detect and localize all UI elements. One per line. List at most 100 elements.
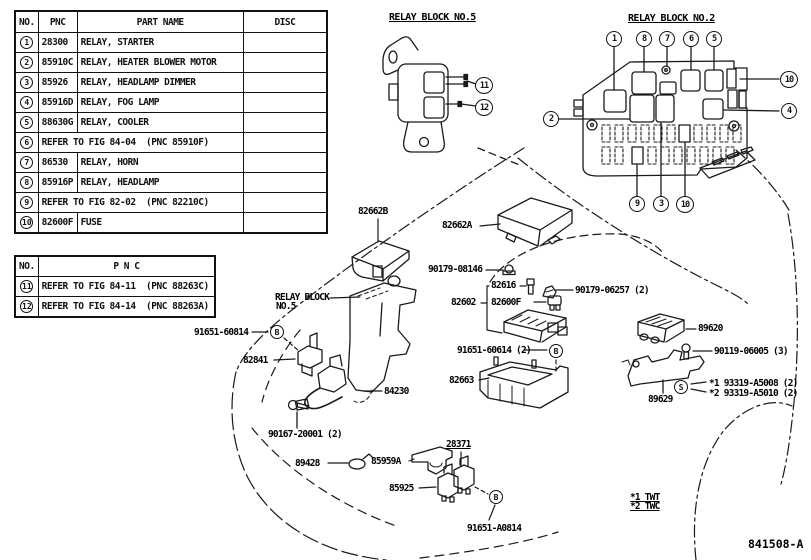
pnc-cell: 82600F	[37, 212, 78, 234]
col-pnc: P N C	[37, 255, 216, 277]
pnc-cell: 85916D	[37, 92, 78, 113]
part-name-cell: RELAY, FOG LAMP	[76, 92, 244, 113]
part-name-cell: RELAY, HEATER BLOWER MOTOR	[76, 52, 244, 73]
relay-block-2-title: RELAY BLOCK NO.2	[628, 13, 715, 24]
screw-callout-s: S	[674, 380, 688, 394]
part-name-cell: RELAY, HEADLAMP	[76, 172, 244, 193]
callout-8: 8	[636, 31, 652, 47]
relay-block-annotation-line1: RELAY BLOCK	[275, 292, 330, 303]
part-label-90167-20001: 90167-20001 (2)	[268, 429, 343, 440]
row-number-badge: 11	[20, 280, 34, 293]
small-fasteners-drawing	[526, 278, 557, 299]
part-label-82662b: 82662B	[358, 206, 388, 217]
bolt-callout-b: B	[549, 344, 563, 358]
part-label-93319-a5010: *2 93319-A5010 (2)	[709, 388, 798, 399]
part-label-28371: 28371	[446, 439, 471, 450]
disc-cell	[242, 72, 328, 93]
part-label-90119-06005: 90119-06005 (3)	[714, 346, 789, 357]
col-no: NO.	[14, 255, 39, 277]
part-label-82602: 82602	[451, 297, 476, 308]
part-label-85925: 85925	[389, 483, 414, 494]
figure-number: 841508-A	[748, 537, 804, 551]
part-name-cell: FUSE	[76, 212, 244, 234]
part-name-cell: RELAY, COOLER	[76, 112, 244, 133]
refer-cell: REFER TO FIG 84-11 (PNC 88263C)	[37, 276, 216, 297]
bracket-85959a-drawing	[411, 446, 453, 475]
disc-cell	[242, 32, 328, 53]
callout-10-right: 10	[780, 71, 798, 88]
relay-block-5-title: RELAY BLOCK NO.5	[389, 12, 476, 23]
row-number-badge: 4	[20, 96, 34, 109]
part-label-85959a: 85959A	[371, 456, 401, 467]
part-name-cell: RELAY, STARTER	[76, 32, 244, 53]
part-label-82600f: 82600F	[491, 297, 521, 308]
refer-cell: REFER TO FIG 84-04 (PNC 85910F)	[37, 132, 244, 153]
row-number-badge: 9	[20, 196, 34, 209]
pnc-cell: 85916P	[37, 172, 78, 193]
car-outline	[231, 147, 798, 560]
bolt-callout-b: B	[489, 490, 503, 504]
col-disc: DISC	[242, 10, 328, 33]
relay-block5-bracket-drawing	[347, 275, 417, 403]
part-82662b-drawing	[351, 240, 410, 282]
part-label-82662a: 82662A	[442, 220, 472, 231]
row-number-badge: 12	[20, 300, 34, 313]
row-number-badge: 10	[20, 216, 34, 229]
sensor-84230-drawing	[294, 354, 347, 411]
refer-cell: REFER TO FIG 84-14 (PNC 88263A)	[37, 296, 216, 318]
part-label-91651-60614: 91651-60614 (2)	[457, 345, 532, 356]
leader-lines	[251, 218, 713, 521]
refer-cell: REFER TO FIG 82-02 (PNC 82210C)	[37, 192, 244, 213]
disc-cell	[242, 52, 328, 73]
table-header-row: NO. P N C	[14, 255, 216, 277]
pnc-cell: 85926	[37, 72, 78, 93]
callout-9: 9	[629, 196, 645, 212]
part-label-82663: 82663	[449, 375, 474, 386]
callout-2: 2	[543, 111, 559, 127]
pnc-cell: 85910C	[37, 52, 78, 73]
bolt-callout-b: B	[270, 325, 284, 339]
row-number-badge: 3	[20, 76, 34, 89]
col-pnc: PNC	[37, 10, 78, 33]
callout-10-bottom: 10	[676, 196, 694, 213]
callout-11: 11	[475, 77, 493, 94]
callout-12: 12	[475, 99, 493, 116]
callout-5: 5	[706, 31, 722, 47]
part-82662a-drawing	[497, 197, 573, 247]
pnc-cell: 28300	[37, 32, 78, 53]
screw-90119-drawing	[681, 343, 691, 360]
callout-1: 1	[606, 31, 622, 47]
tray-82663-drawing	[479, 356, 569, 409]
part-label-89428: 89428	[295, 458, 320, 469]
relay-block-5-drawing	[382, 36, 523, 167]
part-label-93319-a5008: *1 93319-A5008 (2)	[709, 378, 798, 389]
part-label-89620: 89620	[698, 323, 723, 334]
disc-cell	[242, 92, 328, 113]
callout-6: 6	[683, 31, 699, 47]
disc-cell	[242, 212, 328, 234]
col-part-name: PART NAME	[76, 10, 244, 33]
horn-89428-drawing	[348, 453, 374, 470]
disc-cell	[242, 172, 328, 193]
disc-cell	[242, 192, 328, 213]
callout-3: 3	[653, 196, 669, 212]
footnote-twt: *1 TWT	[630, 492, 660, 503]
table-header-row: NO. PNC PART NAME DISC	[14, 10, 328, 33]
row-number-badge: 1	[20, 36, 34, 49]
disc-cell	[242, 152, 328, 173]
part-label-89629: 89629	[648, 394, 673, 405]
row-number-badge: 2	[20, 56, 34, 69]
fuse-drawing	[547, 295, 562, 311]
